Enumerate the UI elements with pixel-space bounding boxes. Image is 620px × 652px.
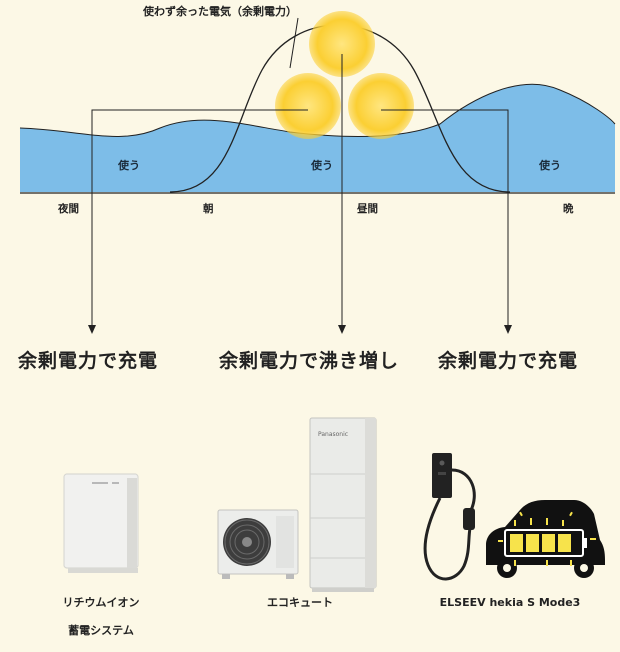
surplus-sun-right — [348, 73, 414, 139]
ev-charger-illustration — [423, 453, 476, 581]
caption-ecocute: エコキュート — [267, 596, 333, 609]
usage-label-daytime: 使う — [310, 158, 333, 172]
caption-ev-charger: ELSEEV hekia S Mode3 — [439, 596, 581, 609]
arrowhead-ev — [504, 325, 512, 334]
outcome-water-heater: 余剰電力で沸き増し — [219, 350, 400, 372]
tank-brand-logo: Panasonic — [318, 431, 348, 438]
surplus-sun-top — [309, 11, 375, 77]
caption-battery-line2: 蓄電システム — [68, 624, 134, 637]
arrow-line-ev — [381, 109, 509, 325]
heat-pump-unit-illustration — [217, 509, 299, 579]
battery-storage-illustration — [63, 473, 139, 573]
outcome-battery-charge: 余剰電力で充電 — [18, 350, 159, 372]
time-label-daytime: 昼間 — [357, 203, 378, 215]
car-battery-icon — [486, 500, 605, 578]
usage-label-morning: 使う — [117, 158, 140, 172]
surplus-sun-left — [275, 73, 341, 139]
outcome-ev-charge: 余剰電力で充電 — [438, 350, 579, 372]
arrowhead-battery — [88, 325, 96, 334]
caption-battery-line1: リチウムイオン — [62, 596, 140, 609]
time-label-night: 夜間 — [57, 202, 79, 215]
surplus-annotation: 使わず余った電気（余剰電力） — [142, 4, 297, 18]
time-label-morning: 朝 — [203, 202, 214, 215]
usage-area — [20, 84, 615, 192]
annotation-pointer — [289, 17, 299, 69]
arrowhead-water-heater — [338, 325, 346, 334]
usage-area-outline — [19, 83, 616, 137]
time-label-evening: 晩 — [563, 202, 574, 215]
caption-battery-storage: リチウムイオン 蓄電システム — [34, 582, 168, 652]
arrow-line-battery — [91, 109, 308, 325]
usage-label-evening: 使う — [538, 158, 561, 172]
water-heater-tank-illustration: Panasonic — [309, 417, 377, 592]
energy-diagram: 使わず余った電気（余剰電力） 使う 使う 使う 夜間 朝 昼間 晩 Panaso… — [19, 4, 616, 592]
